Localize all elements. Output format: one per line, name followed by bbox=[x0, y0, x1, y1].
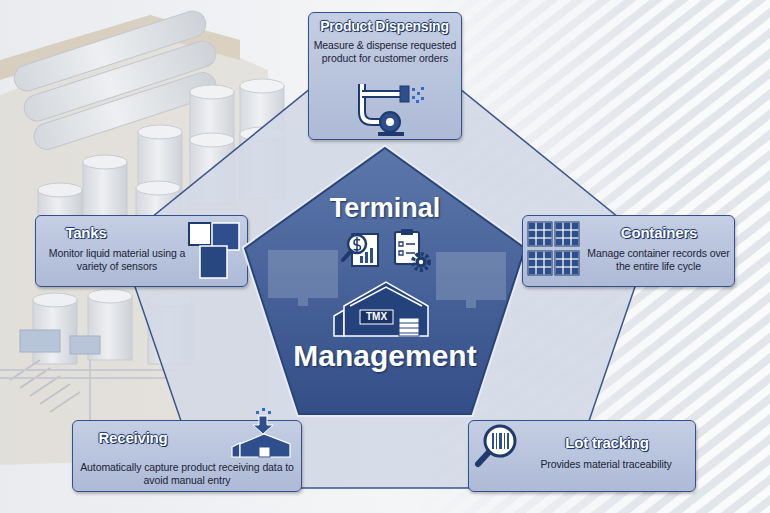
containers-icon bbox=[528, 222, 579, 275]
box-title: Receiving bbox=[83, 429, 183, 447]
hub-title: Terminal bbox=[245, 192, 525, 224]
box-description: Measure & dispense requested product for… bbox=[310, 39, 460, 64]
pipe-outline bbox=[362, 84, 380, 122]
gear-hole bbox=[419, 260, 423, 264]
building-door bbox=[259, 447, 270, 457]
pipe-outline bbox=[362, 90, 402, 98]
screen-stand bbox=[298, 296, 308, 306]
feature-box: TanksMonitor liquid material using a var… bbox=[35, 215, 248, 287]
tank-square bbox=[212, 223, 239, 250]
container-grid bbox=[528, 222, 552, 246]
hub-title: Management bbox=[245, 338, 525, 374]
nozzle bbox=[400, 86, 409, 102]
pentagon-outline bbox=[245, 148, 525, 414]
feature-box: ContainersManage container records over … bbox=[522, 215, 735, 287]
screen bbox=[436, 252, 506, 300]
hub-screens bbox=[268, 250, 506, 308]
gear-teeth bbox=[413, 254, 429, 270]
lot-tracking-icon bbox=[478, 426, 515, 464]
chart-bar bbox=[365, 252, 368, 263]
spray-dots bbox=[412, 87, 424, 103]
box-description: Monitor liquid material using a variety … bbox=[42, 247, 192, 272]
pipe bbox=[360, 92, 402, 96]
warehouse-roof-line bbox=[350, 287, 422, 306]
warehouse-building bbox=[344, 282, 428, 336]
pump-base bbox=[378, 132, 404, 136]
building bbox=[240, 434, 290, 457]
down-arrow bbox=[253, 416, 273, 434]
warehouse-door bbox=[399, 318, 419, 336]
magnifier-handle bbox=[343, 251, 351, 260]
feature-box: ReceivingAutomatically capture product r… bbox=[72, 420, 302, 492]
plate-label: TMX bbox=[360, 310, 393, 324]
hub-pentagon: TerminalManagement bbox=[245, 148, 525, 414]
checklist bbox=[399, 242, 415, 255]
box-title: Product Dispensing bbox=[309, 18, 460, 35]
pump-hub bbox=[386, 118, 394, 126]
tank-square bbox=[200, 246, 227, 278]
currency-symbol bbox=[354, 237, 361, 252]
dispenser-icon bbox=[360, 84, 424, 136]
pipe bbox=[362, 84, 380, 122]
container-grid bbox=[555, 251, 579, 275]
pump-unit bbox=[20, 330, 60, 352]
barcode bbox=[492, 433, 509, 449]
pipework bbox=[0, 360, 180, 420]
container-grid bbox=[555, 222, 579, 246]
pump bbox=[380, 112, 400, 132]
magnifier-lens bbox=[348, 235, 366, 253]
stairs bbox=[10, 360, 80, 412]
chart-bar bbox=[360, 256, 363, 263]
pentagon-rim bbox=[245, 148, 525, 414]
screen bbox=[268, 250, 338, 298]
feature-box: Lot trackingProvides material traceabili… bbox=[468, 420, 696, 492]
magnifier-lens bbox=[485, 426, 515, 456]
door-slats bbox=[399, 323, 419, 333]
warehouse-plate bbox=[360, 310, 393, 324]
receiving-icon bbox=[232, 408, 290, 457]
feature-box: Product DispensingMeasure & dispense req… bbox=[308, 12, 462, 140]
clipboard bbox=[395, 232, 419, 264]
clipboard-clip bbox=[401, 229, 413, 235]
box-description: Automatically capture product receiving … bbox=[76, 461, 298, 486]
pentagon-fill bbox=[245, 148, 525, 414]
report-sheet bbox=[352, 234, 378, 266]
chart-bar bbox=[370, 248, 373, 263]
tanks-icon bbox=[189, 223, 239, 278]
gear-body bbox=[416, 257, 427, 268]
container-grid bbox=[528, 251, 552, 275]
hub-icon bbox=[334, 229, 429, 336]
box-title: Containers bbox=[585, 224, 733, 242]
screen-stand bbox=[466, 298, 476, 308]
magnifier-handle bbox=[478, 452, 489, 464]
arrow-dots bbox=[256, 408, 271, 414]
box-title: Tanks bbox=[46, 224, 126, 242]
box-title: Lot tracking bbox=[535, 434, 679, 452]
tank-square bbox=[189, 223, 211, 245]
building-wing bbox=[232, 443, 240, 457]
pump-unit bbox=[70, 336, 100, 354]
warehouse-wing bbox=[334, 310, 344, 336]
box-description: Manage container records over the entire… bbox=[584, 247, 733, 272]
box-description: Provides material traceability bbox=[531, 458, 681, 471]
